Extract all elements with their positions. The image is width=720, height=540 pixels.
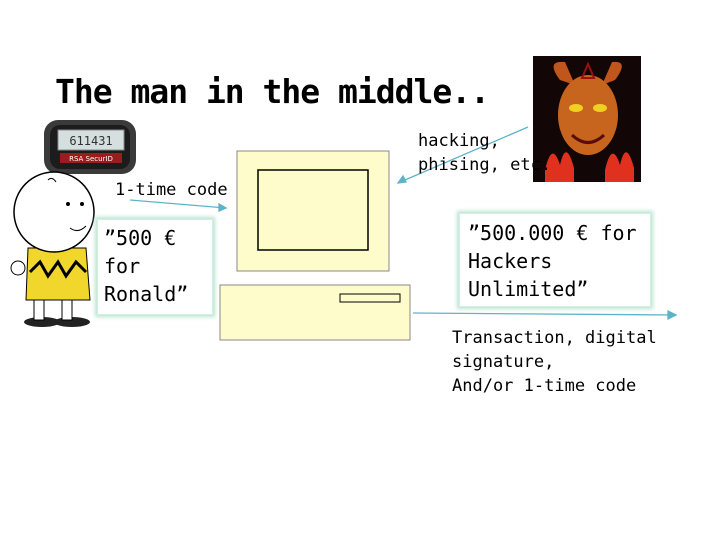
hacking-label: hacking, phising, etc.: [418, 131, 552, 175]
slide-title: The man in the middle..: [55, 72, 490, 111]
one-time-code-label: 1-time code: [115, 180, 228, 200]
user-transaction-box: ”500 € for Ronald”: [97, 219, 213, 315]
transaction-label: Transaction, digital signature, And/or 1…: [452, 328, 657, 396]
arrow-hacker-to-computer: [397, 126, 529, 184]
securid-token-icon: 611431 RSA SecurID: [44, 120, 136, 174]
token-brand-text: RSA SecurID: [69, 155, 113, 163]
person-figure-icon: [10, 171, 95, 327]
connection-arrows: [129, 126, 678, 321]
arrow-token-to-computer: [129, 199, 227, 209]
token-display-text: 611431: [69, 134, 112, 148]
arrowhead-bank: [667, 309, 678, 321]
arrow-computer-to-bank: [412, 312, 677, 316]
hacker-transaction-box: ”500.000 € for Hackers Unlimited”: [459, 213, 651, 307]
hacker-devil-icon: [533, 56, 641, 182]
computer-icon: [219, 150, 411, 341]
arrowhead-hacker: [396, 174, 407, 184]
arrowhead-token: [218, 202, 228, 212]
